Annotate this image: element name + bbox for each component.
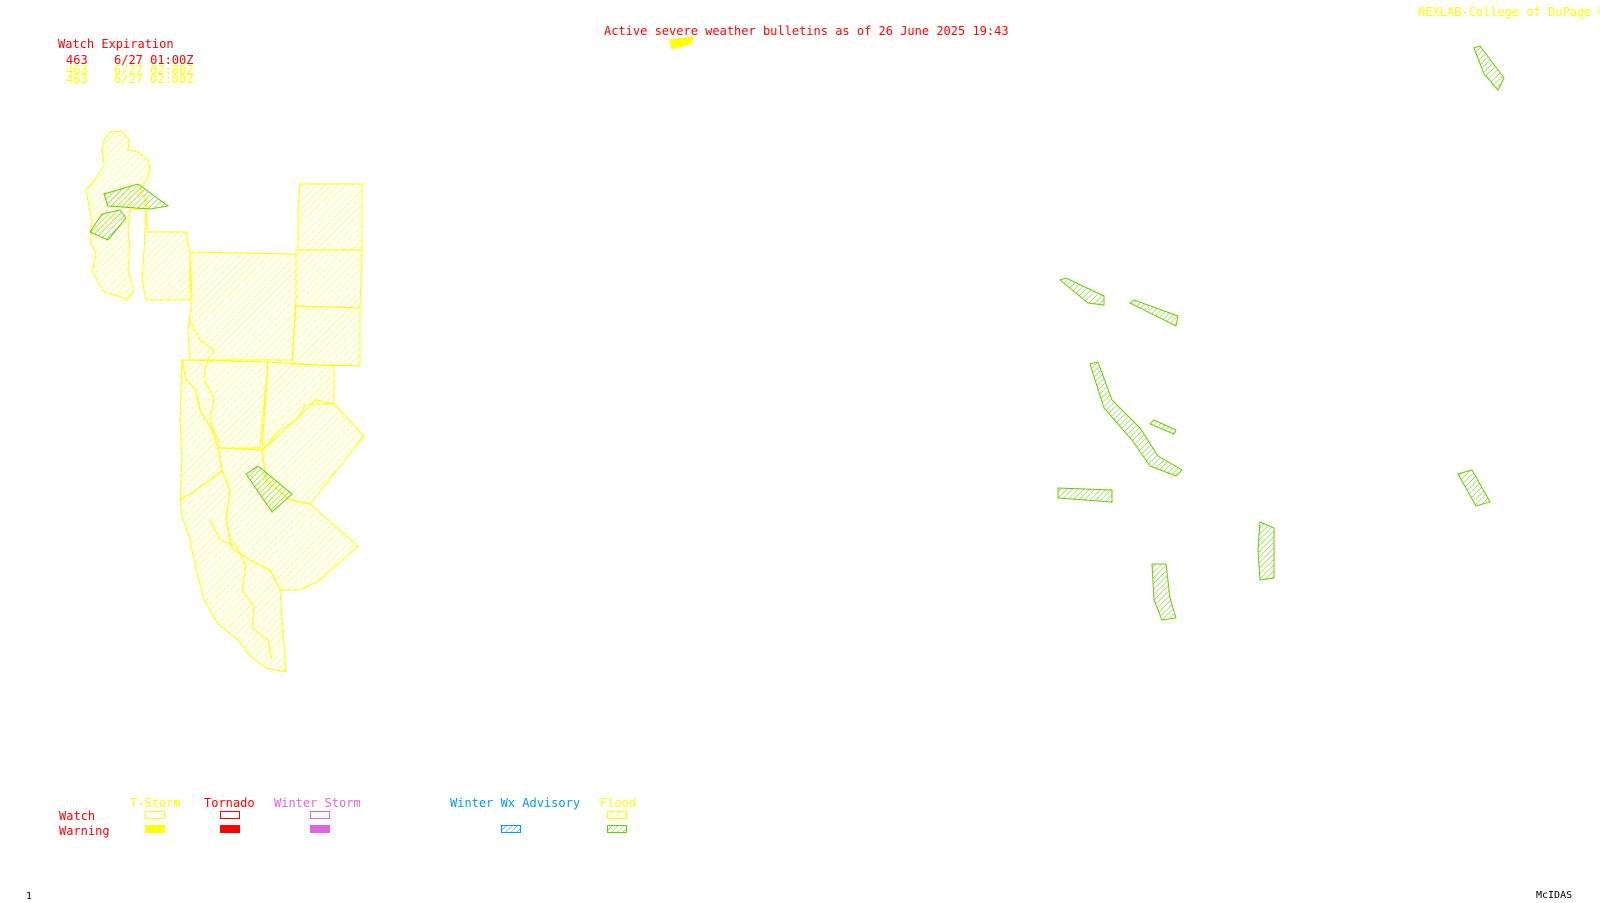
flood-warnings: [89, 45, 1505, 621]
watch-county: [291, 305, 361, 367]
bulletin-title: Active severe weather bulletins as of 26…: [604, 24, 1009, 38]
legend-winter-storm-warning-swatch: [310, 825, 330, 833]
watch-coastline: [209, 519, 273, 661]
legend-tstorm-watch-swatch: [145, 811, 165, 819]
flood-warning-polygon: [1473, 45, 1505, 91]
flood-warning-polygon: [1257, 521, 1275, 581]
flood-warning-polygon: [1151, 563, 1177, 621]
watch-expiry: 6/27 02:00Z: [114, 72, 194, 86]
flood-warning-polygon: [1057, 487, 1113, 503]
watch-number: 463: [66, 72, 88, 86]
legend-tornado-warning-swatch: [220, 825, 240, 833]
flood-warning-polygon: [103, 183, 170, 210]
credit-text: NEXLAB-College of DuPage R: [1418, 5, 1600, 19]
watch-expiry: 6/27 02:00Z: [114, 63, 194, 77]
legend-winter-advisory-swatch: [501, 825, 521, 833]
tstorm-warning-polygon: [669, 36, 695, 50]
watch-coastline: [189, 319, 221, 447]
legend-tornado-label: Tornado: [204, 796, 255, 810]
watch-county: [141, 207, 191, 301]
legend-flood-watch-swatch: [607, 811, 627, 819]
legend-winter-storm-label: Winter Storm: [274, 796, 361, 810]
watch-county: [295, 249, 363, 309]
legend-watch-label: Watch: [59, 809, 96, 823]
watch-county: [187, 251, 297, 361]
legend-flood-label: Flood: [600, 796, 637, 810]
legend-tstorm-label: T-Storm: [130, 796, 181, 810]
legend-warning-label: Warning: [59, 824, 110, 838]
flood-warning-polygon: [245, 465, 293, 513]
watch-expiry: 6/27 01:00Z: [114, 53, 194, 67]
watch-expiration-heading: Watch Expiration: [58, 37, 174, 51]
legend-flood-warning-swatch: [607, 825, 627, 833]
flood-warning-polygon: [89, 209, 127, 241]
flood-warning-polygon: [1089, 361, 1183, 477]
flood-warning-polygon: [1058, 277, 1105, 306]
frame-number: 1: [26, 891, 33, 902]
flood-warning-polygon: [1457, 469, 1491, 507]
software-label: McIDAS: [1536, 890, 1573, 901]
tstorm-watch-area: [85, 130, 365, 673]
flood-warning-polygon: [1129, 299, 1179, 327]
watch-county: [179, 469, 287, 673]
watch-number: 463: [66, 53, 88, 67]
watch-county: [261, 361, 335, 452]
legend-tstorm-warning-swatch: [145, 825, 165, 833]
legend-winter-storm-watch-swatch: [310, 811, 330, 819]
flood-warning-polygon: [1149, 419, 1177, 435]
watch-number: 463: [66, 63, 88, 77]
watch-county: [297, 183, 363, 251]
legend-winter-advisory-label: Winter Wx Advisory: [450, 796, 581, 810]
legend-tornado-watch-swatch: [220, 811, 240, 819]
